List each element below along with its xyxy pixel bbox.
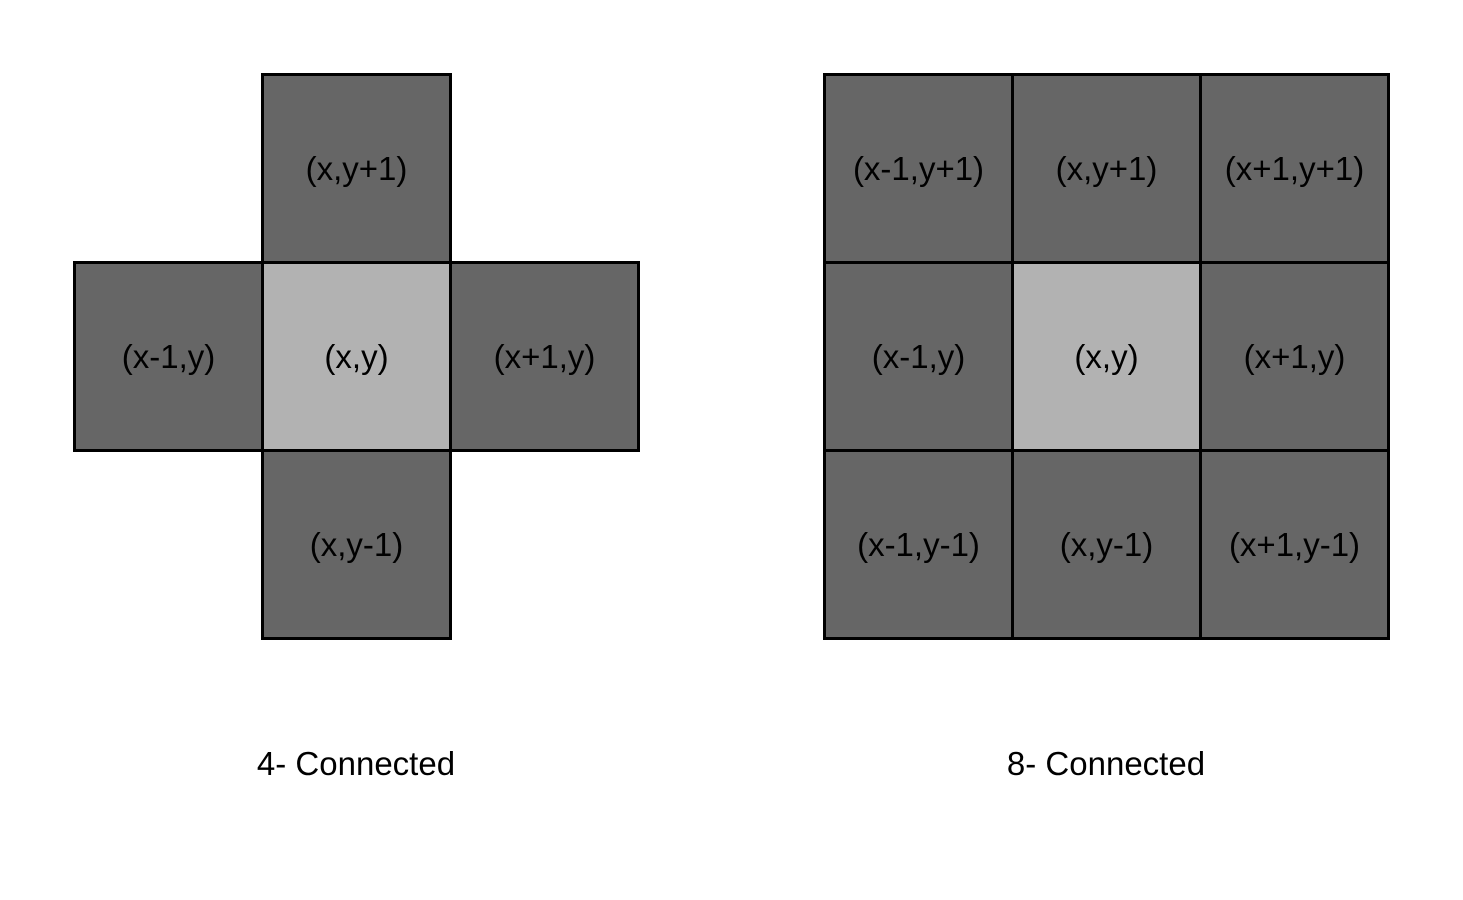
four-cell-right: (x+1,y)	[449, 261, 640, 452]
four-cell-center: (x,y)	[261, 261, 452, 452]
eight-cell-top-right: (x+1,y+1)	[1199, 73, 1390, 264]
eight-cell-top: (x,y+1)	[1011, 73, 1202, 264]
eight-cell-right-label: (x+1,y)	[1243, 338, 1346, 375]
eight-cell-bottom-label: (x,y-1)	[1059, 526, 1154, 563]
four-cell-top: (x,y+1)	[261, 73, 452, 264]
eight-cell-bottom-left-label: (x-1,y-1)	[857, 526, 980, 563]
eight-cell-center: (x,y)	[1011, 261, 1202, 452]
four-cell-bottom-label: (x,y-1)	[309, 526, 404, 563]
eight-cell-left-label: (x-1,y)	[871, 338, 966, 375]
four-cell-top-label: (x,y+1)	[305, 150, 408, 187]
eight-cell-bottom: (x,y-1)	[1011, 449, 1202, 640]
eight-cell-top-label: (x,y+1)	[1055, 150, 1158, 187]
eight-cell-top-left-label: (x-1,y+1)	[852, 150, 985, 187]
eight-cell-bottom-right: (x+1,y-1)	[1199, 449, 1390, 640]
eight-cell-top-left: (x-1,y+1)	[823, 73, 1014, 264]
four-cell-left: (x-1,y)	[73, 261, 264, 452]
four-cell-center-label: (x,y)	[324, 338, 389, 375]
four-connected-caption: 4- Connected	[256, 745, 456, 782]
eight-cell-bottom-right-label: (x+1,y-1)	[1228, 526, 1361, 563]
four-cell-left-label: (x-1,y)	[121, 338, 216, 375]
eight-cell-bottom-left: (x-1,y-1)	[823, 449, 1014, 640]
four-cell-bottom: (x,y-1)	[261, 449, 452, 640]
eight-cell-left: (x-1,y)	[823, 261, 1014, 452]
eight-cell-right: (x+1,y)	[1199, 261, 1390, 452]
eight-connected-caption: 8- Connected	[1006, 745, 1206, 782]
eight-cell-center-label: (x,y)	[1074, 338, 1139, 375]
eight-cell-top-right-label: (x+1,y+1)	[1224, 150, 1365, 187]
four-cell-right-label: (x+1,y)	[493, 338, 596, 375]
